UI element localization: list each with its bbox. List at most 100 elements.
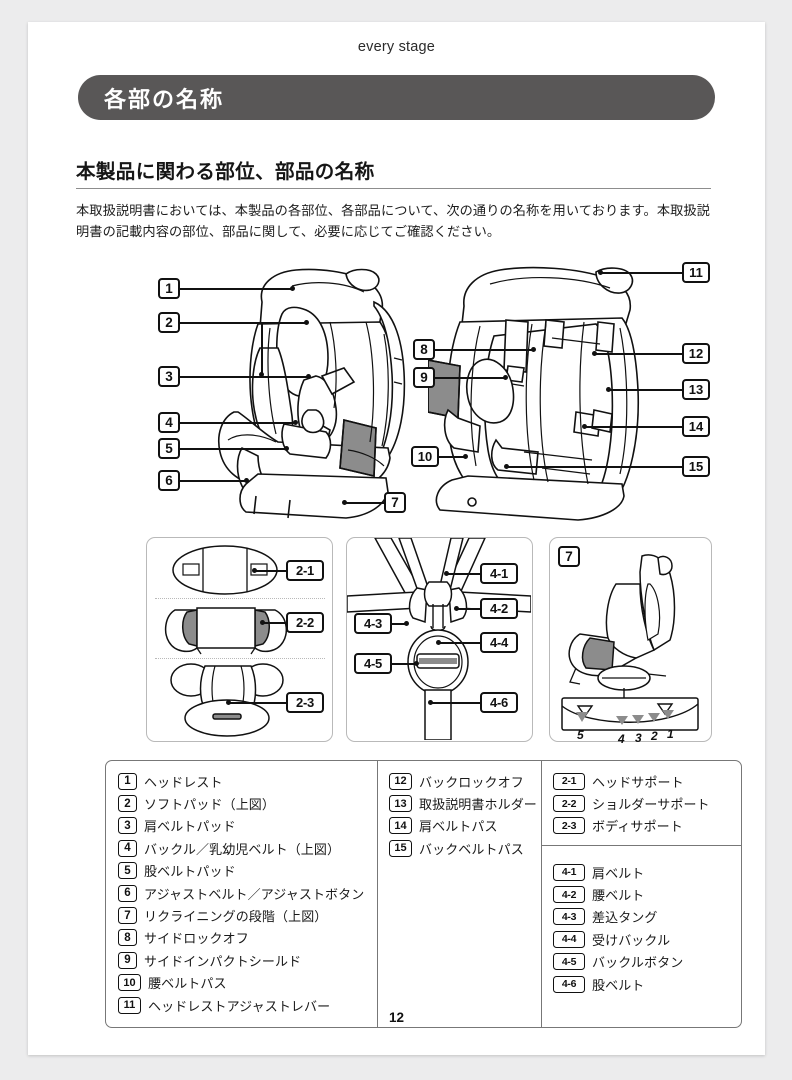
legend-divider-1 (377, 761, 379, 1027)
legend-label: サイドロックオフ (144, 931, 249, 947)
legend-label: サイドインパクトシールド (144, 953, 302, 969)
legend-label: 腰ベルト (592, 888, 645, 904)
legend-item: 1 ヘッドレスト (118, 770, 364, 792)
callout-11: 11 (682, 262, 710, 283)
callout-1-dot (290, 286, 295, 291)
callout-7-dot (342, 500, 347, 505)
callout-4-4-dot (436, 640, 441, 645)
legend-label: ボディサポート (592, 819, 683, 835)
legend-label: 取扱説明書ホルダー (419, 797, 537, 813)
callout-2-leader-branch (261, 322, 263, 374)
callout-4-2-leader (458, 608, 480, 610)
legend-label: ヘッドレストアジャストレバー (148, 998, 331, 1014)
legend-badge: 1 (118, 772, 137, 790)
callout-1: 1 (158, 278, 180, 299)
callout-8-dot (531, 347, 536, 352)
legend-label: バックル／乳幼児ベルト（上図） (144, 841, 341, 857)
callout-3-dot (306, 374, 311, 379)
brand-logo: every stage (357, 39, 436, 55)
legend-badge: 7 (118, 907, 137, 925)
callout-2-2: 2-2 (286, 612, 324, 633)
legend-item: 5 股ベルトパッド (118, 860, 364, 882)
legend-label: 肩ベルトパッド (144, 819, 236, 835)
callout-15: 15 (682, 456, 710, 477)
legend-badge: 12 (389, 772, 412, 790)
callout-11-dot (598, 270, 603, 275)
legend-badge: 5 (118, 862, 137, 880)
recline-pos-2: 2 (651, 729, 658, 743)
callout-5: 5 (158, 438, 180, 459)
recline-pos-4: 4 (618, 732, 625, 746)
callout-4-5-leader (392, 663, 416, 665)
legend-item: 3 肩ベルトパッド (118, 815, 364, 837)
legend-badge: 13 (389, 795, 412, 813)
legend-item: 13 取扱説明書ホルダー (389, 792, 537, 814)
legend-item: 10 腰ベルトパス (118, 972, 364, 994)
detail-box-recline: 5 4 3 2 1 (549, 537, 712, 746)
callout-2-3-dot (226, 700, 231, 705)
legend-divider-2 (541, 761, 543, 1027)
legend-label: 腰ベルトパス (148, 976, 227, 992)
callout-7: 7 (384, 492, 406, 513)
callout-5-dot (284, 446, 289, 451)
page-number: 12 (388, 1010, 405, 1025)
legend-badge: 10 (118, 974, 141, 992)
pads-separator-2 (155, 658, 325, 659)
legend-divider-3 (541, 845, 741, 847)
legend-label: ヘッドレスト (144, 774, 223, 790)
callout-13: 13 (682, 379, 710, 400)
legend-badge: 2-3 (553, 817, 585, 835)
legend-item: 4-5 バックルボタン (553, 951, 683, 973)
callout-2-1: 2-1 (286, 560, 324, 581)
callout-10-leader (439, 456, 465, 458)
banner-title: 各部の名称 (104, 86, 225, 112)
legend-badge: 4-4 (553, 930, 585, 948)
callout-5-leader (180, 448, 286, 450)
legend-label: 股ベルトパッド (144, 864, 236, 880)
callout-14: 14 (682, 416, 710, 437)
legend-badge: 4 (118, 839, 137, 857)
recline-pos-3: 3 (635, 731, 642, 745)
callout-4-6-leader (432, 702, 480, 704)
callout-4-3: 4-3 (354, 613, 392, 634)
callout-9: 9 (413, 367, 435, 388)
callout-15-dot (504, 464, 509, 469)
callout-8-leader (435, 349, 533, 351)
legend-badge: 4-1 (553, 863, 585, 881)
callout-4-1: 4-1 (480, 563, 518, 584)
callout-4-2-dot (454, 606, 459, 611)
legend-badge: 4-5 (553, 953, 585, 971)
legend-badge: 15 (389, 839, 412, 857)
legend-label: ショルダーサポート (592, 797, 710, 813)
legend-item: 2-3 ボディサポート (553, 815, 710, 837)
callout-7-leader (346, 502, 384, 504)
callout-11-leader (602, 272, 682, 274)
callout-2-1-dot (252, 568, 257, 573)
legend-label: 肩ベルト (592, 865, 645, 881)
callout-2-3: 2-3 (286, 692, 324, 713)
legend-label: アジャストベルト／アジャストボタン (144, 886, 365, 902)
callout-2-1-leader (256, 570, 286, 572)
legend-label: バックルボタン (592, 955, 684, 971)
callout-9-leader (435, 377, 505, 379)
manual-page: every stage 各部の名称 本製品に関わる部位、部品の名称 本取扱説明書… (28, 22, 765, 1055)
legend-badge: 2 (118, 795, 137, 813)
pads-separator-1 (155, 598, 325, 599)
callout-10: 10 (411, 446, 439, 467)
legend-label: バックベルトパス (419, 841, 524, 857)
legend-badge: 3 (118, 817, 137, 835)
callout-4-6-dot (428, 700, 433, 705)
